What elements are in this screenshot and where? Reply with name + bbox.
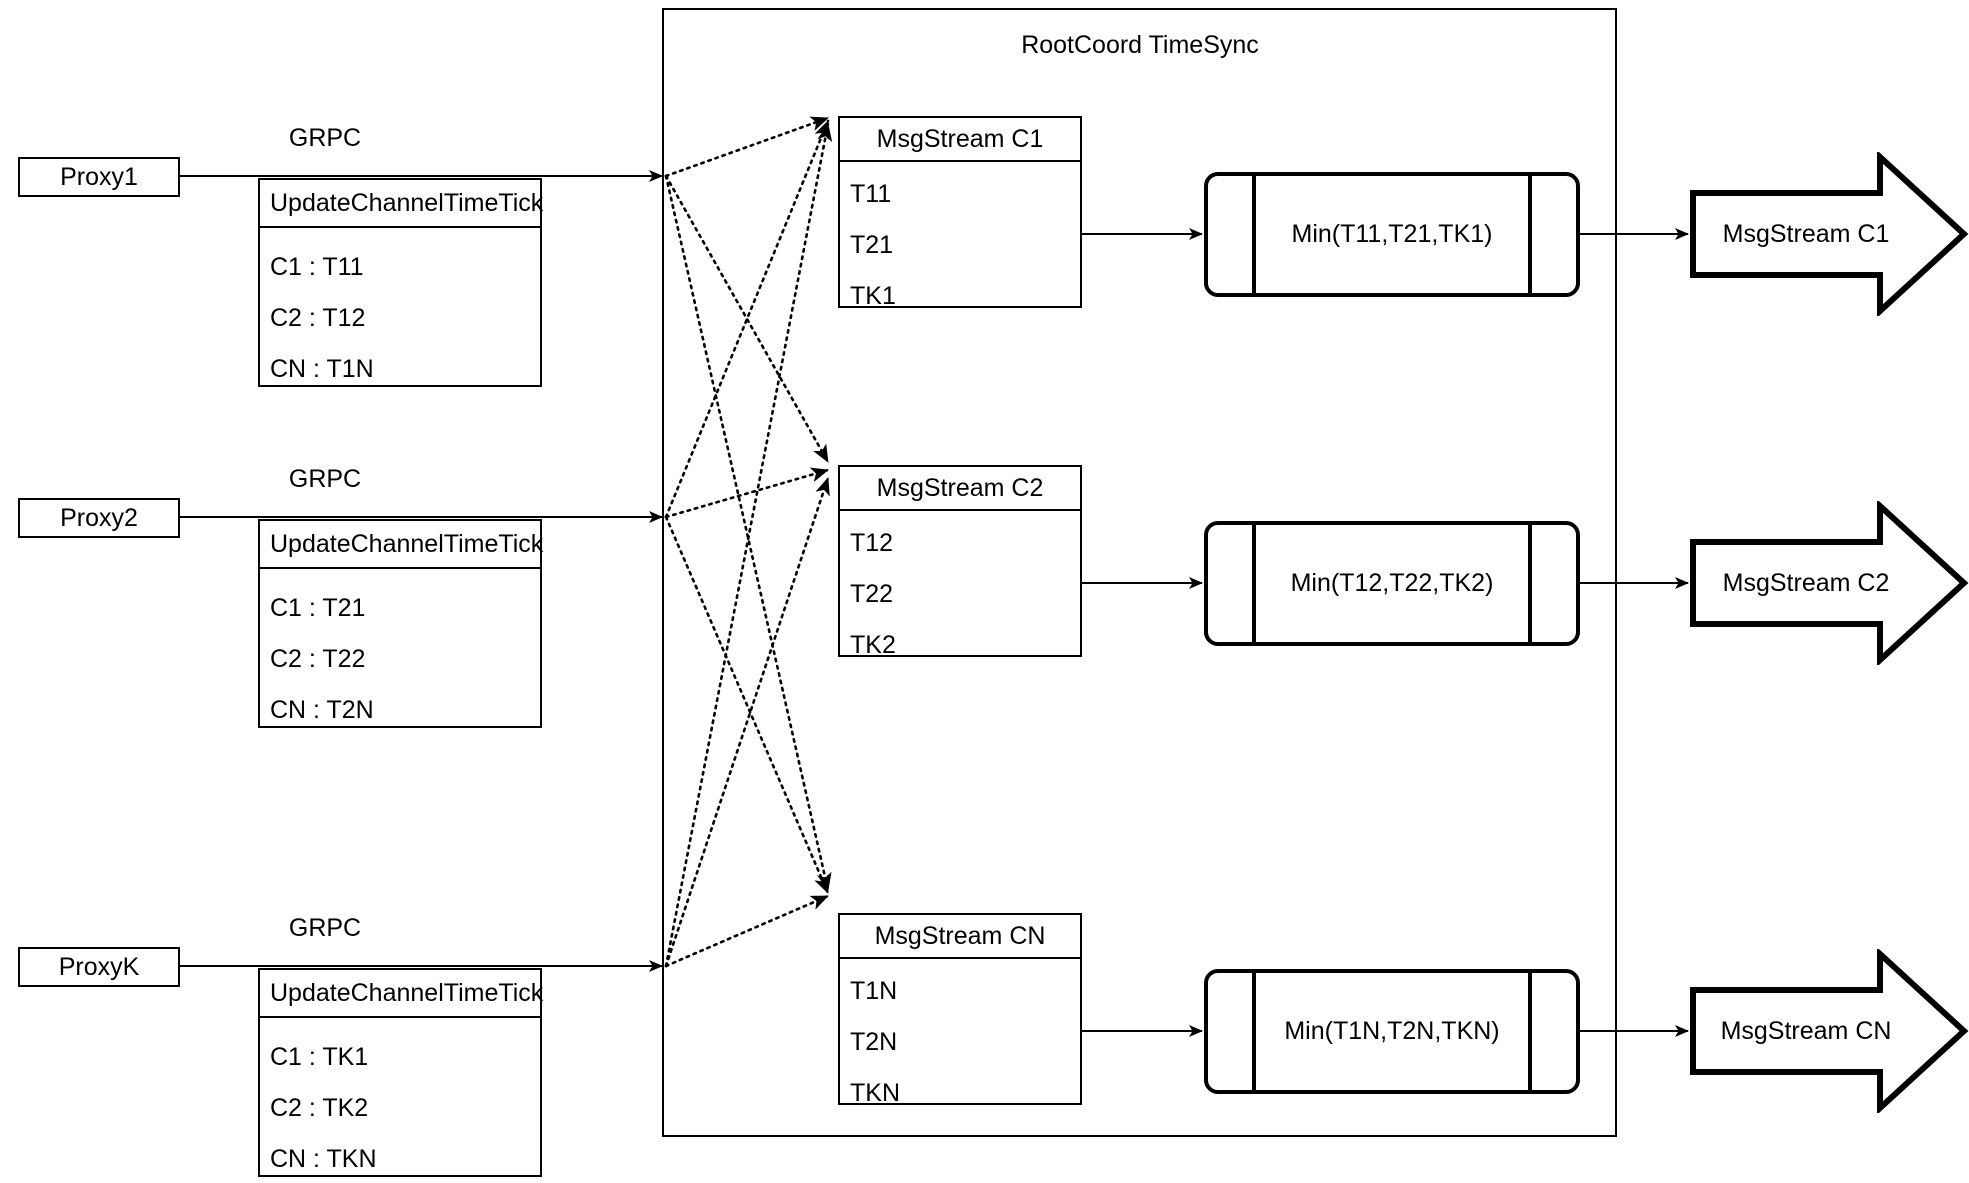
output-label-c1: MsgStream C1 bbox=[1722, 219, 1890, 248]
min-process-cn: Min(T1N,T2N,TKN) bbox=[1204, 969, 1580, 1094]
msgstream-body-c1: T11 T21 TK1 bbox=[840, 162, 1080, 310]
output-arrow-cn: MsgStream CN bbox=[1690, 949, 1969, 1113]
rpc-row: C1 : T11 bbox=[270, 253, 364, 281]
msgstream-row: T12 bbox=[850, 529, 894, 557]
process-divider-right bbox=[1528, 525, 1532, 642]
rpc-row: C2 : TK2 bbox=[270, 1094, 369, 1122]
msgstream-row: T2N bbox=[850, 1028, 898, 1056]
grpc-label-2: GRPC bbox=[288, 465, 362, 493]
rpc-header-2: UpdateChannelTimeTick bbox=[260, 521, 543, 569]
process-divider-left bbox=[1252, 176, 1256, 293]
msgstream-body-cn: T1N T2N TKN bbox=[840, 959, 1080, 1107]
rpc-body-k: C1 : TK1 C2 : TK2 CN : TKN bbox=[260, 1018, 540, 1175]
rpc-header-1: UpdateChannelTimeTick bbox=[260, 180, 543, 228]
rootcoord-timesync-container bbox=[662, 8, 1617, 1137]
msgstream-row: T11 bbox=[850, 180, 892, 208]
msgstream-header-cn: MsgStream CN bbox=[840, 915, 1080, 959]
rpc-row: CN : T1N bbox=[270, 355, 374, 383]
msgstream-header-c1: MsgStream C1 bbox=[840, 118, 1080, 162]
proxy-box-k[interactable]: ProxyK bbox=[18, 947, 180, 987]
block-arrow-shape bbox=[1690, 152, 1969, 316]
msgstream-row: T21 bbox=[850, 231, 894, 259]
proxy-box-1[interactable]: Proxy1 bbox=[18, 157, 180, 197]
block-arrow-shape bbox=[1690, 949, 1969, 1113]
msgstream-row: TK2 bbox=[850, 631, 896, 659]
min-process-c2: Min(T12,T22,TK2) bbox=[1204, 521, 1580, 646]
output-arrow-c1: MsgStream C1 bbox=[1690, 152, 1969, 316]
msgstream-row: T1N bbox=[850, 977, 898, 1005]
rpc-header-k: UpdateChannelTimeTick bbox=[260, 970, 543, 1018]
rootcoord-title: RootCoord TimeSync bbox=[1021, 31, 1259, 59]
update-channel-timetick-card-k: UpdateChannelTimeTick C1 : TK1 C2 : TK2 … bbox=[258, 968, 543, 1177]
rpc-body-1: C1 : T11 C2 : T12 CN : T1N bbox=[260, 228, 540, 385]
grpc-label-1: GRPC bbox=[288, 124, 362, 152]
output-arrow-c2: MsgStream C2 bbox=[1690, 501, 1969, 665]
msgstream-row: T22 bbox=[850, 580, 894, 608]
rpc-row: CN : TKN bbox=[270, 1145, 377, 1173]
rpc-row: C2 : T22 bbox=[270, 645, 366, 673]
rpc-row: C2 : T12 bbox=[270, 304, 366, 332]
process-divider-left bbox=[1252, 973, 1256, 1090]
rpc-row: C1 : T21 bbox=[270, 594, 366, 622]
block-arrow-shape bbox=[1690, 501, 1969, 665]
output-label-c2: MsgStream C2 bbox=[1722, 568, 1890, 597]
msgstream-body-c2: T12 T22 TK2 bbox=[840, 511, 1080, 659]
proxy-box-2[interactable]: Proxy2 bbox=[18, 498, 180, 538]
output-label-cn: MsgStream CN bbox=[1720, 1016, 1892, 1045]
process-divider-right bbox=[1528, 973, 1532, 1090]
min-label-c1: Min(T11,T21,TK1) bbox=[1291, 220, 1493, 248]
msgstream-row: TK1 bbox=[850, 282, 896, 310]
msgstream-card-c1: MsgStream C1 T11 T21 TK1 bbox=[838, 116, 1082, 310]
msgstream-card-c2: MsgStream C2 T12 T22 TK2 bbox=[838, 465, 1082, 659]
rpc-row: C1 : TK1 bbox=[270, 1043, 369, 1071]
min-process-c1: Min(T11,T21,TK1) bbox=[1204, 172, 1580, 297]
min-label-cn: Min(T1N,T2N,TKN) bbox=[1284, 1017, 1500, 1045]
update-channel-timetick-card-2: UpdateChannelTimeTick C1 : T21 C2 : T22 … bbox=[258, 519, 543, 728]
msgstream-row: TKN bbox=[850, 1079, 900, 1107]
msgstream-header-c2: MsgStream C2 bbox=[840, 467, 1080, 511]
rpc-body-2: C1 : T21 C2 : T22 CN : T2N bbox=[260, 569, 540, 726]
process-divider-left bbox=[1252, 525, 1256, 642]
grpc-label-k: GRPC bbox=[288, 914, 362, 942]
rpc-row: CN : T2N bbox=[270, 696, 374, 724]
min-label-c2: Min(T12,T22,TK2) bbox=[1290, 569, 1494, 597]
msgstream-card-cn: MsgStream CN T1N T2N TKN bbox=[838, 913, 1082, 1107]
process-divider-right bbox=[1528, 176, 1532, 293]
update-channel-timetick-card-1: UpdateChannelTimeTick C1 : T11 C2 : T12 … bbox=[258, 178, 543, 387]
